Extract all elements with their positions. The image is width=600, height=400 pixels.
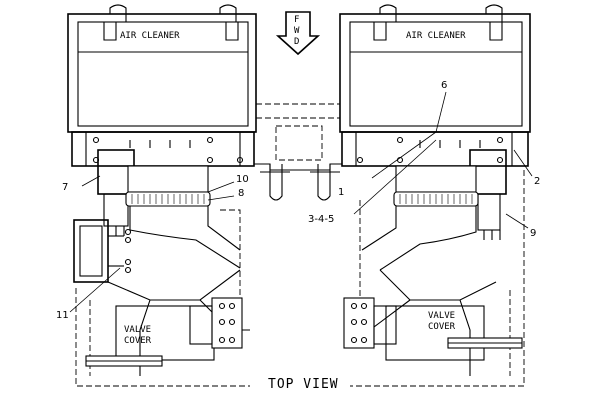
callout-11: 11: [56, 310, 69, 321]
center-crossover: [254, 103, 342, 201]
callout-1: 1: [338, 187, 344, 198]
callout-8: 8: [238, 188, 244, 199]
callout-10: 10: [236, 174, 249, 185]
callout-2: 2: [534, 176, 540, 187]
callout-3-4-5: 3-4-5: [308, 214, 334, 225]
left-valve-cover-label-1: VALVE: [124, 325, 151, 335]
left-air-cleaner-label: AIR CLEANER: [120, 31, 180, 41]
leader-lines: [69, 91, 533, 313]
fwd-letter-f: F: [294, 15, 299, 25]
callout-6: 6: [441, 80, 447, 91]
left-engine-assembly: VALVE COVER: [73, 149, 250, 387]
forward-direction-arrow: F W D: [275, 11, 321, 56]
callout-7: 7: [62, 182, 68, 193]
left-hose-clamp-hatch: [131, 194, 205, 204]
callout-9: 9: [530, 228, 536, 239]
right-valve-cover-label-1: VALVE: [428, 311, 455, 321]
right-air-cleaner-label: AIR CLEANER: [406, 31, 466, 41]
right-air-cleaner: AIR CLEANER: [339, 4, 531, 167]
left-valve-cover-label-2: COVER: [124, 336, 152, 346]
right-valve-cover-label-2: COVER: [428, 322, 456, 332]
fwd-letter-d: D: [294, 37, 299, 47]
right-hose-clamp-hatch: [399, 194, 473, 204]
callout-numbers: 6 1 2 3-4-5 7 10 8 9 11: [56, 80, 540, 321]
left-air-cleaner: AIR CLEANER: [67, 4, 257, 167]
view-title: TOP VIEW: [268, 377, 339, 392]
right-engine-assembly: VALVE COVER: [343, 149, 525, 387]
fwd-letter-w: W: [294, 26, 300, 36]
